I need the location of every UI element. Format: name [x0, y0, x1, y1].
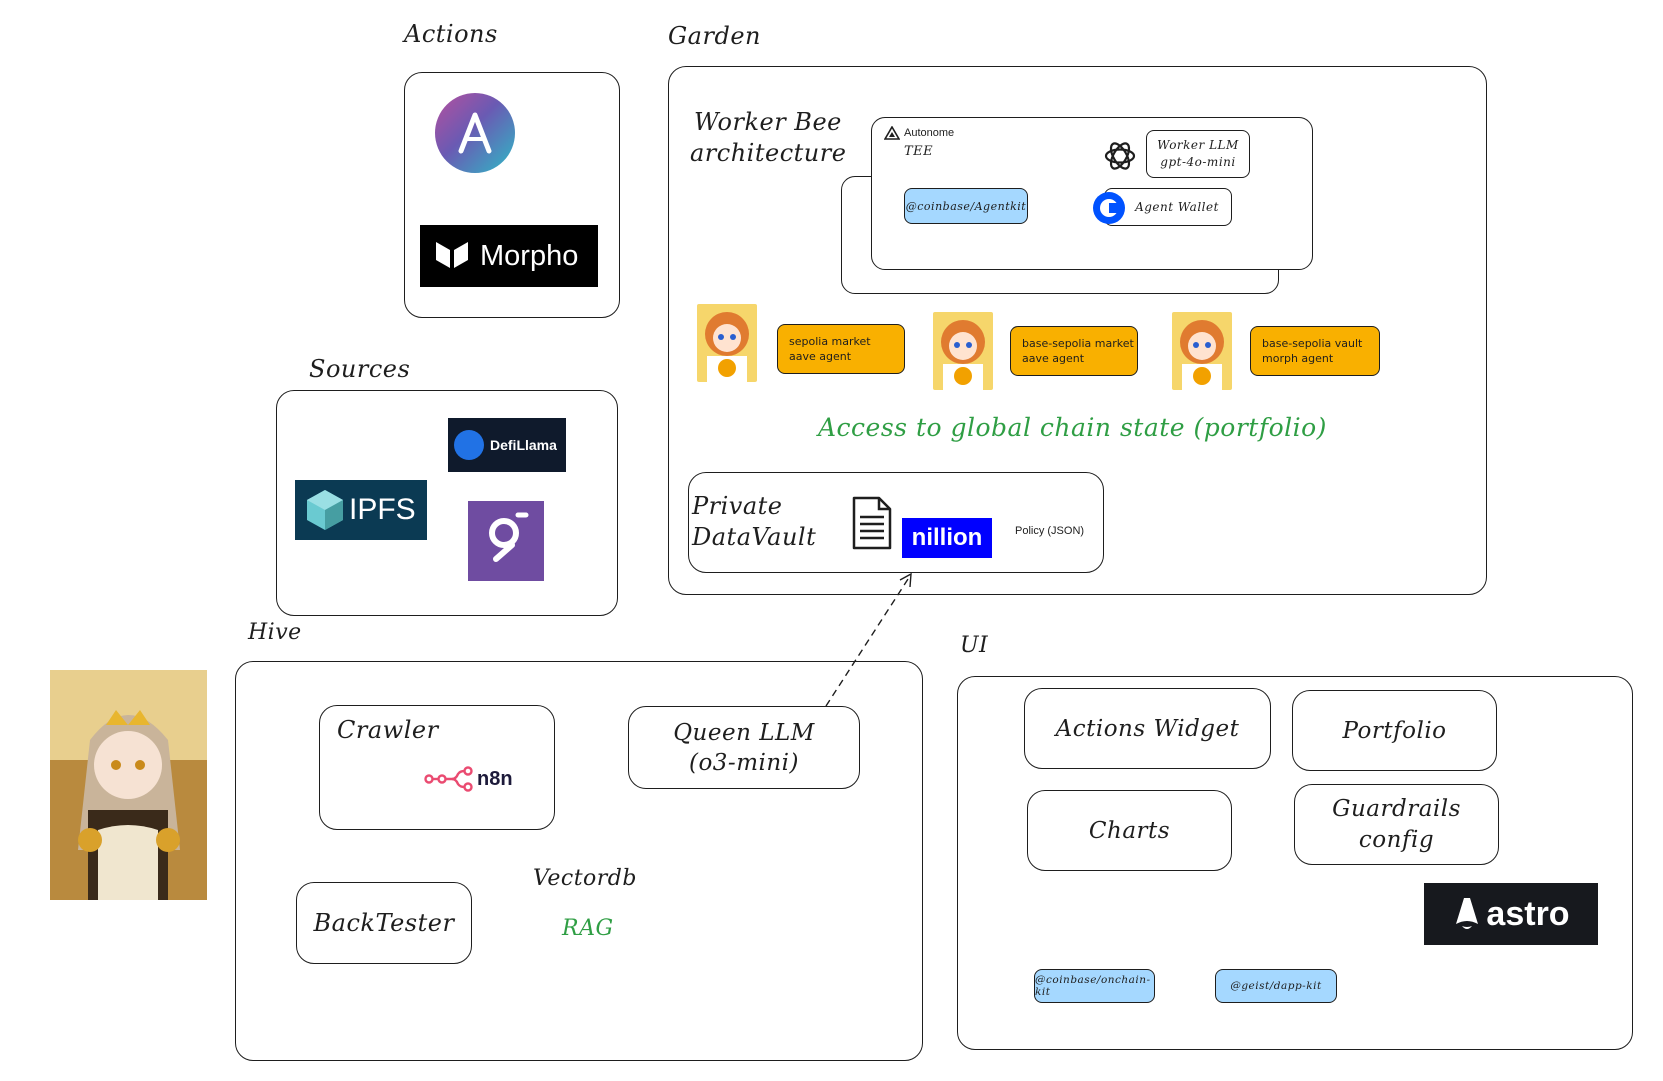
- astro-icon: [1456, 898, 1479, 929]
- autonome-logo: Autonome: [884, 126, 954, 140]
- agent-card-3: base-sepolia vault morph agent: [1250, 326, 1380, 376]
- vectordb-label: Vectordb: [533, 866, 637, 891]
- worker-llm-line1: Worker LLM: [1157, 138, 1239, 152]
- datavault-line1: Private: [692, 492, 783, 520]
- morpho-logo: Morpho: [420, 225, 598, 287]
- queen-bee-portrait: [50, 670, 207, 900]
- agent-wallet-label: Agent Wallet: [1135, 200, 1219, 214]
- bee-avatar: [1172, 312, 1232, 390]
- actions-title: Actions: [404, 20, 498, 48]
- sources-title: Sources: [309, 355, 411, 383]
- worker-llm-line2: gpt-4o-mini: [1160, 155, 1236, 169]
- crawler-box: Crawler n8n: [319, 705, 555, 830]
- datavault-title: Private DataVault: [692, 491, 816, 553]
- agent-2-line1: base-sepolia market: [1022, 337, 1134, 350]
- bee-avatar: [933, 312, 993, 390]
- worker-bee-title: Worker Bee architecture: [690, 107, 846, 169]
- agent-1-line1: sepolia market: [789, 335, 871, 348]
- portfolio-box: Portfolio: [1292, 690, 1497, 771]
- queen-llm-line1: Queen LLM: [673, 719, 815, 746]
- onchain-kit-pill: @coinbase/onchain-kit: [1034, 969, 1155, 1003]
- n8n-icon: [424, 766, 473, 792]
- astro-label: astro: [1486, 894, 1570, 933]
- actions-widget-box: Actions Widget: [1024, 688, 1271, 769]
- the-graph-icon: [468, 501, 544, 581]
- crawler-label: Crawler: [337, 716, 439, 744]
- garden-title: Garden: [668, 22, 761, 50]
- agent-3-line2: morph agent: [1262, 352, 1334, 365]
- autonome-label: Autonome: [904, 127, 955, 139]
- charts-box: Charts: [1027, 790, 1232, 871]
- n8n-logo: n8n: [424, 766, 513, 792]
- morpho-icon: [436, 242, 468, 268]
- worker-bee-line2: architecture: [690, 139, 847, 167]
- queen-llm-box: Queen LLM (o3-mini): [628, 706, 860, 789]
- openai-icon: [1104, 142, 1136, 170]
- defillama-icon: [454, 430, 484, 460]
- defillama-label: DefiLlama: [490, 437, 557, 453]
- agent-card-2: base-sepolia market aave agent: [1010, 326, 1138, 376]
- agent-card-1: sepolia market aave agent: [777, 324, 905, 374]
- ui-title: UI: [960, 633, 989, 658]
- guardrails-line2: config: [1358, 826, 1435, 853]
- dapp-kit-pill: @geist/dapp-kit: [1215, 969, 1337, 1003]
- ipfs-label: IPFS: [349, 493, 416, 526]
- agentkit-pill: @coinbase/Agentkit: [904, 188, 1028, 224]
- guardrails-line1: Guardrails: [1332, 795, 1461, 822]
- aave-icon: [435, 93, 515, 173]
- astro-logo: astro: [1424, 883, 1598, 945]
- chain-state-note: Access to global chain state (portfolio): [818, 413, 1327, 442]
- queen-to-datavault-arrow: [825, 572, 912, 707]
- datavault-line2: DataVault: [692, 523, 817, 551]
- autonome-icon: [884, 126, 900, 140]
- tee-label: TEE: [904, 144, 934, 159]
- queen-llm-line2: (o3-mini): [688, 749, 800, 776]
- agent-2-line2: aave agent: [1022, 352, 1085, 365]
- policy-label: Policy (JSON): [1015, 525, 1085, 537]
- rag-label: RAG: [562, 916, 614, 941]
- document-icon: [852, 496, 892, 550]
- agent-1-line2: aave agent: [789, 350, 852, 363]
- ipfs-logo: IPFS: [295, 480, 427, 540]
- guardrails-box: Guardrails config: [1294, 784, 1499, 865]
- ipfs-icon: [307, 490, 343, 530]
- defillama-logo: DefiLlama: [448, 418, 566, 472]
- nillion-logo: nillion: [902, 518, 992, 558]
- agent-wallet-box: Agent Wallet: [1104, 188, 1232, 226]
- worker-llm-box: Worker LLM gpt-4o-mini: [1146, 130, 1250, 178]
- actions-box: Morpho: [404, 72, 620, 318]
- morpho-label: Morpho: [480, 239, 579, 272]
- backtester-box: BackTester: [296, 882, 472, 964]
- bee-avatar: [697, 304, 757, 382]
- agent-3-line1: base-sepolia vault: [1262, 337, 1363, 350]
- hive-title: Hive: [248, 620, 302, 645]
- coinbase-icon: [1093, 192, 1125, 224]
- datavault-box: Private DataVault nillion Policy (JSON): [688, 472, 1104, 573]
- worker-bee-card: Autonome TEE Worker LLM gpt-4o-mini @coi…: [871, 117, 1313, 270]
- worker-bee-line1: Worker Bee: [694, 108, 842, 136]
- n8n-label: n8n: [477, 767, 513, 790]
- sources-box: DefiLlama IPFS: [276, 390, 618, 616]
